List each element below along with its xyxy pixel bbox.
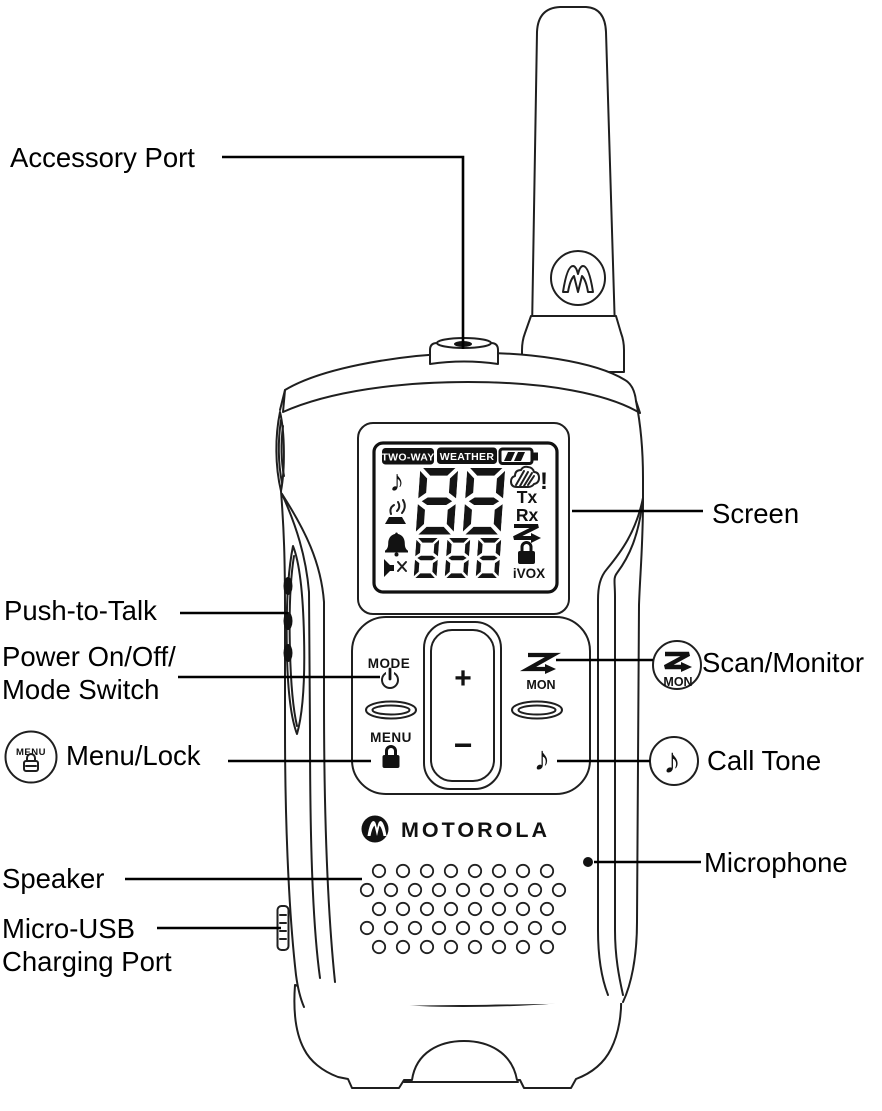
push-to-talk-button [283,644,293,662]
push-to-talk-button [283,612,293,630]
two-way-badge-label: TWO-WAY [381,452,434,464]
antenna-motorola-emblem-icon [550,250,606,306]
call-tone-screen-icon: ♪ [390,465,405,498]
label-micro-usb-line1: Micro-USB [2,913,135,944]
scan-monitor-button-icon [519,652,562,674]
label-push-to-talk: Push-to-Talk [4,595,157,626]
volume-up-label: + [454,662,472,695]
bell-icon [385,532,408,557]
volume-down-label: − [454,727,473,763]
weather-badge-label: WEATHER [440,451,495,463]
label-call-tone: Call Tone [707,745,822,776]
tx-indicator: Tx [517,487,538,507]
microphone-dot [583,857,593,867]
label-power-mode: Power On/Off/ Mode Switch [2,640,176,706]
two-way-badge [382,448,434,465]
label-menu-lock: Menu/Lock [66,740,201,771]
right-pill-accent [511,700,563,720]
scan-icon [513,524,541,543]
label-power-mode-line2: Mode Switch [2,674,160,705]
label-micro-usb-line2: Charging Port [2,946,172,977]
top-cap [282,351,641,414]
menu-lock-icon [382,745,400,768]
mode-button-label: MODE [368,656,411,671]
antenna [521,6,625,373]
label-screen: Screen [712,498,800,529]
call-tone-legend-note: ♪ [663,740,681,781]
base [293,984,623,1089]
brand-wordmark: MOTOROLA [401,818,550,842]
label-accessory-port: Accessory Port [10,142,195,173]
left-pill-accent [365,700,417,720]
weather-badge [437,447,497,464]
mute-icon [384,559,407,577]
accessory-port-leader-line [222,155,465,349]
menu-legend-label: MENU [16,747,46,758]
power-icon [381,667,399,689]
ivox-indicator: iVOX [513,566,545,581]
menu-lock-legend-icon: MENU [4,730,58,784]
label-microphone: Microphone [704,847,848,878]
weather-alert-mark: ! [540,468,548,495]
monitor-legend-label: MON [663,675,692,689]
scan-monitor-legend-icon: MON [652,640,702,690]
call-tone-button-icon: ♪ [534,740,551,778]
battery-icon [498,447,538,465]
vibrate-alert-icon [385,499,406,524]
label-scan-monitor: Scan/Monitor [702,647,865,678]
rx-indicator: Rx [516,505,539,525]
menu-button-label: MENU [370,730,412,745]
label-speaker: Speaker [2,863,105,894]
speaker-grille [359,863,567,955]
call-tone-legend-icon: ♪ [649,736,699,786]
label-micro-usb: Micro-USB Charging Port [2,912,172,978]
label-power-mode-line1: Power On/Off/ [2,641,176,672]
brand-emblem-icon [361,815,389,843]
ptt-button-housing [283,545,306,735]
push-to-talk-button [283,577,293,595]
weather-alert-icon: ! [510,465,548,495]
keylock-icon [518,541,535,564]
monitor-button-label: MON [526,678,555,692]
micro-usb-port [276,905,290,951]
